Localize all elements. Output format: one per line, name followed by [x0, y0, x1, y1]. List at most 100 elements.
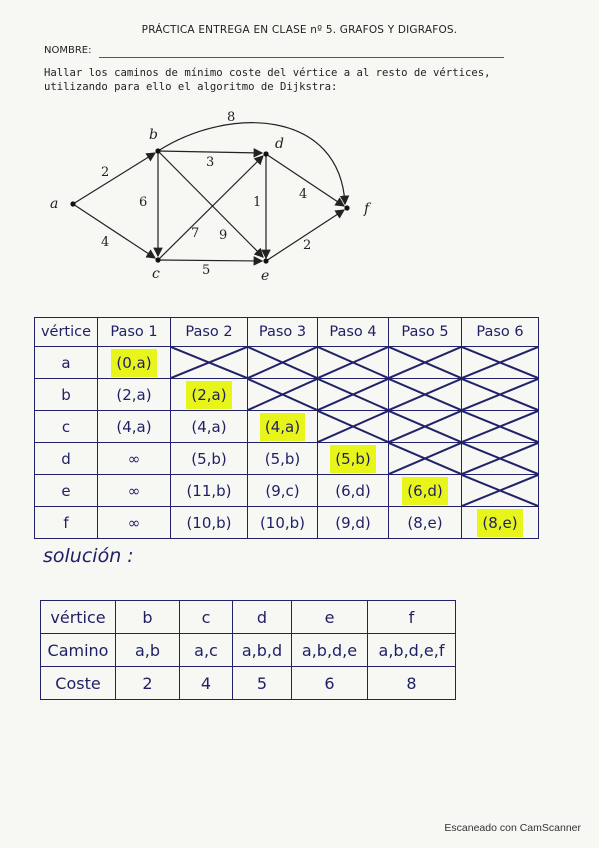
steps-header-cell: Paso 5 [388, 317, 462, 347]
problem-statement: Hallar los caminos de mínimo coste del v… [44, 66, 564, 94]
steps-value-cell: (4,a) [247, 410, 318, 443]
steps-row-b: b(2,a)(2,a) [34, 378, 539, 411]
steps-header-cell: Paso 2 [170, 317, 248, 347]
steps-vertex-cell: d [34, 442, 98, 475]
coste-label: Coste [40, 666, 116, 700]
weight-b-e: 9 [219, 228, 227, 243]
steps-vertex-cell: a [34, 346, 98, 379]
node-label-a: a [50, 196, 58, 212]
crossed-out-cell [170, 346, 248, 379]
steps-value-cell: (6,d) [388, 474, 462, 507]
steps-value: (6,d) [335, 481, 371, 500]
camino-cell: a,b,d,e,f [367, 633, 456, 667]
steps-value-cell: (8,e) [388, 506, 462, 539]
steps-value-cell: ∞ [97, 474, 171, 507]
weight-b-f: 8 [227, 110, 235, 125]
steps-row-f: f∞(10,b)(10,b)(9,d)(8,e)(8,e) [34, 506, 539, 539]
steps-value: (4,a) [191, 417, 227, 436]
weight-d-f: 4 [299, 187, 307, 202]
steps-value-cell: (9,c) [247, 474, 318, 507]
name-label: NOMBRE: [44, 45, 92, 56]
edge-c-d [157, 155, 264, 261]
edge-a-c [72, 203, 157, 259]
solution-header-cell: b [115, 600, 180, 634]
solution-header-row: vértice b c d e f [40, 600, 456, 634]
steps-value-cell: (10,b) [247, 506, 318, 539]
steps-value: (4,a) [116, 417, 152, 436]
cross-mark [389, 443, 461, 474]
solution-header-cell: e [291, 600, 368, 634]
steps-value: (6,d) [402, 476, 448, 505]
camino-cell: a,b [115, 633, 180, 667]
cross-mark [462, 411, 538, 442]
steps-body: a(0,a)b(2,a)(2,a)c(4,a)(4,a)(4,a)d∞(5,b)… [34, 346, 539, 539]
edge-b-f [157, 122, 350, 206]
crossed-out-cell [317, 378, 389, 411]
steps-value-cell: (6,d) [317, 474, 389, 507]
solution-header-cell: d [232, 600, 292, 634]
crossed-out-cell [461, 474, 539, 507]
weight-d-e: 1 [253, 195, 261, 210]
steps-header-cell: Paso 4 [317, 317, 389, 347]
weight-a-b: 2 [101, 165, 109, 180]
solution-header-cell: vértice [40, 600, 116, 634]
steps-value-cell: (5,b) [247, 442, 318, 475]
weight-e-f: 2 [303, 238, 311, 253]
steps-value: (10,b) [259, 513, 306, 532]
steps-value: (2,a) [186, 380, 232, 409]
scanner-watermark: Escaneado con CamScanner [444, 822, 581, 834]
camino-label: Camino [40, 633, 116, 667]
cross-mark [389, 347, 461, 378]
solution-header-cell: c [179, 600, 233, 634]
steps-value: (11,b) [186, 481, 232, 500]
solution-coste-row: Coste 2 4 5 6 8 [40, 666, 456, 700]
steps-row-a: a (0,a) [34, 346, 539, 379]
coste-cell: 6 [291, 666, 368, 700]
steps-value: ∞ [127, 449, 141, 468]
steps-value: (10,b) [186, 513, 232, 532]
steps-row-e: e ∞ (11,b) (9,c) (6,d) (6,d) [34, 474, 539, 507]
cross-mark [318, 411, 388, 442]
steps-value-cell: (5,b) [170, 442, 248, 475]
crossed-out-cell [388, 442, 462, 475]
steps-value-cell: (8,e) [461, 506, 539, 539]
camino-cell: a,c [179, 633, 233, 667]
steps-value: (4,a) [259, 412, 306, 441]
steps-value: (5,b) [330, 444, 376, 473]
crossed-out-cell [388, 410, 462, 443]
steps-value-cell: (2,a) [97, 378, 171, 411]
crossed-out-cell [317, 346, 389, 379]
graph-diagram: a b c d e f 2 4 6 3 9 8 7 5 1 4 2 [50, 110, 372, 284]
cross-mark [462, 347, 538, 378]
node-d [263, 151, 269, 157]
cross-mark [318, 347, 388, 378]
solution-table: vértice b c d e f Camino a,b a,c a,b,d a… [40, 600, 456, 700]
cross-mark [389, 379, 461, 410]
weight-c-d: 7 [191, 226, 199, 241]
cross-mark [389, 411, 461, 442]
steps-header-cell: Paso 1 [97, 317, 171, 347]
steps-value: ∞ [127, 481, 141, 500]
node-label-e: e [261, 268, 269, 284]
steps-value-cell: (5,b) [317, 442, 389, 475]
steps-value: (0,a) [111, 348, 157, 377]
solution-camino-row: Camino a,b a,c a,b,d a,b,d,e a,b,d,e,f [40, 633, 456, 667]
crossed-out-cell [388, 346, 462, 379]
edge-d-f [265, 153, 345, 207]
crossed-out-cell [247, 378, 318, 411]
steps-vertex-cell: e [34, 474, 98, 507]
steps-value-cell: ∞ [97, 506, 171, 539]
steps-value-cell: (9,d) [317, 506, 389, 539]
edge-c-e [157, 256, 264, 266]
crossed-out-cell [461, 442, 539, 475]
steps-value-cell: (11,b) [170, 474, 248, 507]
node-label-d: d [275, 136, 284, 152]
cross-mark [462, 443, 538, 474]
steps-header-cell: Paso 3 [247, 317, 318, 347]
steps-value: ∞ [127, 513, 141, 532]
steps-vertex-cell: f [34, 506, 98, 539]
crossed-out-cell [388, 378, 462, 411]
node-label-f: f [363, 201, 372, 217]
solution-header-cell: f [367, 600, 456, 634]
